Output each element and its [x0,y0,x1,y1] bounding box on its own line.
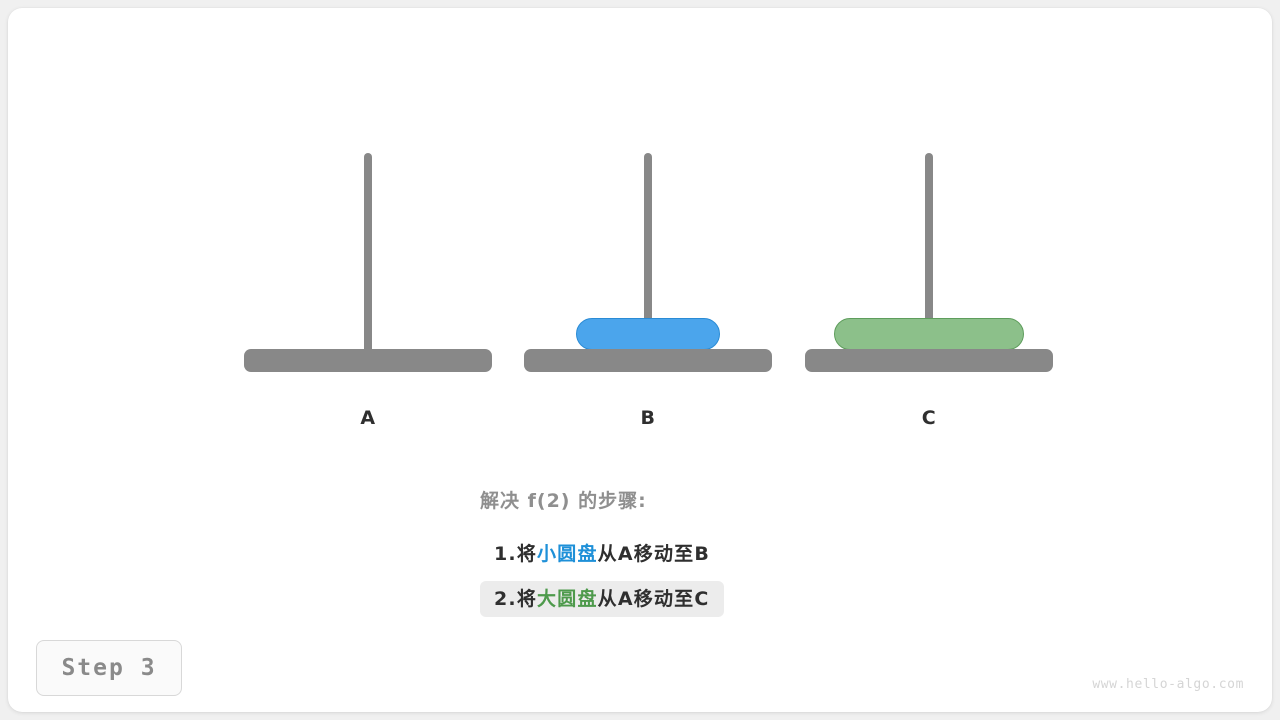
step-2-verb: 移动至 [633,588,695,610]
step-1-index: 1. [494,543,517,565]
step-item-1: 1.将小圆盘从A移动至B [480,536,724,572]
steps-title: 解决 f(2) 的步骤: [480,490,647,512]
step-1-from: A [617,543,634,565]
peg-a-rod [364,153,372,361]
peg-c: C [799,8,1059,712]
peg-c-base [805,349,1053,372]
step-1-to: B [694,543,711,565]
step-2-prefix: 将 [516,588,538,610]
peg-b-base [524,349,772,372]
step-2-middle: 从 [597,588,618,610]
peg-a: A [238,8,498,712]
diagram-card: A B C 解决 f(2) 的步骤: 1.将小圆盘从A移动至B 2.将大圆盘从A… [8,8,1272,712]
peg-b: B [518,8,778,712]
peg-a-base [244,349,492,372]
large-disc [834,318,1024,350]
step-2-disc: 大圆盘 [537,588,598,610]
watermark: www.hello-algo.com [1092,677,1244,692]
step-1-verb: 移动至 [633,543,695,565]
peg-a-label: A [360,407,376,429]
step-2-to: C [694,588,710,610]
step-1-prefix: 将 [516,543,538,565]
peg-b-label: B [640,407,656,429]
step-item-2: 2.将大圆盘从A移动至C [480,581,724,617]
peg-c-label: C [921,407,937,429]
step-1-disc: 小圆盘 [537,543,598,565]
peg-c-rod [925,153,933,361]
step-2-from: A [617,588,634,610]
peg-b-rod [644,153,652,361]
step-2-index: 2. [494,588,517,610]
small-disc [576,318,720,350]
step-1-middle: 从 [597,543,618,565]
step-badge: Step 3 [36,640,182,696]
